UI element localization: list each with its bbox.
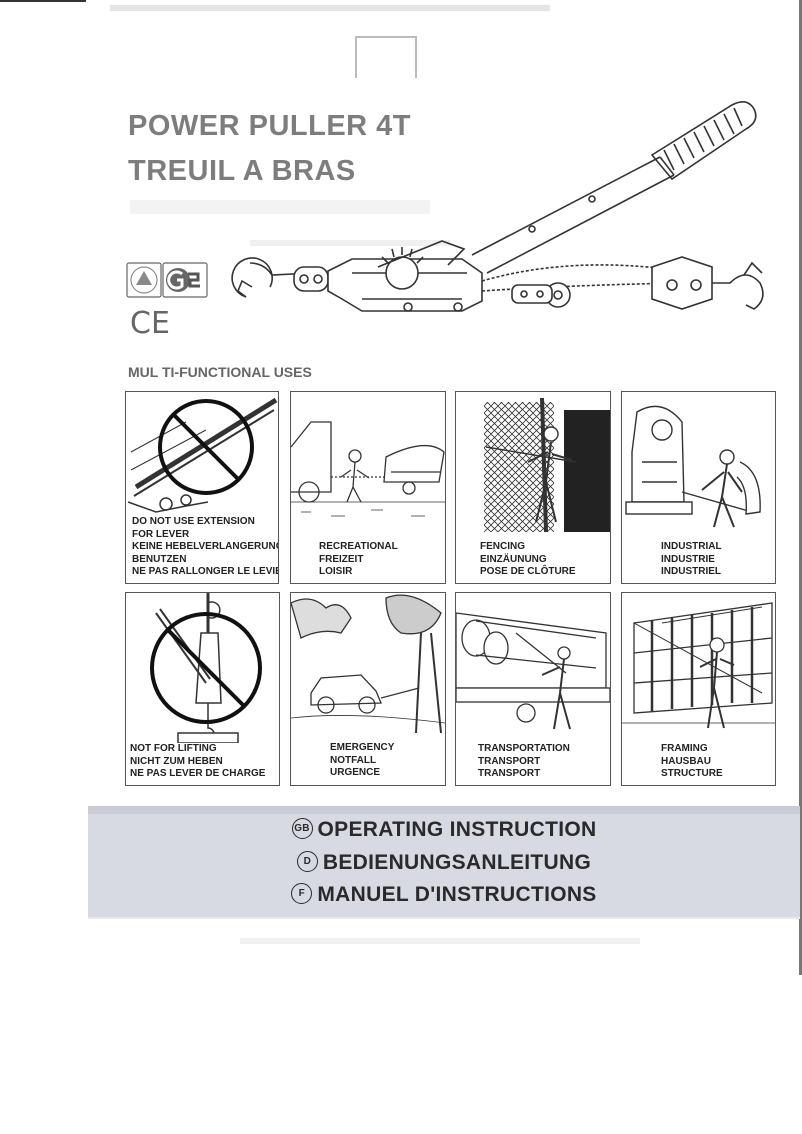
panel-no-lifting-line-3: NE PAS LEVER DE CHARGE [130, 768, 266, 779]
bleed-through [130, 200, 430, 214]
panel-no-lifting-line-1: NOT FOR LIFTING [130, 743, 217, 754]
scan-smudge [110, 5, 550, 11]
lifting-chain-art [150, 593, 262, 743]
extension-lever-art [127, 397, 278, 513]
title-line-1: POWER PULLER 4T [128, 110, 412, 142]
panel-no-extension-line-2: FOR LEVER [132, 528, 190, 540]
instruction-d-text: BEDIENUNGSANLEITUNG [322, 851, 592, 874]
fencing-art [484, 397, 610, 532]
panel-transportation-line-2: TRANSPORT [478, 755, 541, 767]
certification-badges [126, 262, 208, 298]
banner-rule [88, 917, 800, 919]
top-rule [0, 0, 86, 2]
transportation-art [456, 612, 610, 730]
section-heading: MUL TI-FUNCTIONAL USES [128, 364, 312, 380]
panel-emergency: EMERGENCY NOTFALL URGENCE [290, 592, 446, 786]
panel-fencing-line-1: FENCING [480, 541, 525, 552]
instruction-gb-text: OPERATING INSTRUCTION [317, 818, 597, 841]
panel-industrial-line-1: INDUSTRIAL [661, 541, 722, 552]
prohibited-icon [158, 399, 254, 495]
panel-transportation-line-3: TRANSPORT [478, 768, 541, 779]
panel-no-extension-line-4: BENUTZEN [132, 553, 187, 565]
panel-fencing-line-3: POSE DE CLÔTURE [480, 566, 576, 577]
gb-badge: GB [291, 817, 313, 839]
title-line-2: TREUIL A BRAS [128, 155, 356, 187]
panel-emergency-line-1: EMERGENCY [330, 742, 395, 753]
instruction-banner [88, 806, 800, 917]
power-puller-illustration [231, 101, 764, 312]
panel-framing-line-1: FRAMING [661, 743, 708, 754]
panel-recreational-line-1: RECREATIONAL [319, 541, 398, 552]
panel-recreational: RECREATIONAL FREIZEIT LOISIR [290, 391, 446, 584]
f-badge: F [291, 882, 313, 904]
panel-no-lifting: NOT FOR LIFTING NICHT ZUM HEBEN NE PAS L… [125, 592, 280, 786]
bleed-through-3 [240, 938, 640, 944]
panel-emergency-line-3: URGENCE [330, 767, 381, 778]
emergency-art [291, 594, 445, 734]
page-edge [799, 0, 802, 975]
panel-fencing-line-2: EINZÄUNUNG [480, 553, 547, 565]
panel-no-extension-line-5: NE PAS RALLONGER LE LEVIER [132, 566, 279, 577]
instruction-f-text: MANUEL D'INSTRUCTIONS [317, 883, 597, 906]
d-badge: D [296, 850, 318, 872]
panel-framing-line-2: HAUSBAU [661, 755, 711, 767]
panel-emergency-line-2: NOTFALL [330, 754, 377, 766]
panel-no-extension-line-1: DO NOT USE EXTENSION [132, 516, 255, 527]
banner-stripe [88, 806, 800, 814]
binder-tab-mark [355, 36, 417, 78]
panel-recreational-line-2: FREIZEIT [319, 553, 364, 565]
recreational-art [291, 421, 445, 517]
panel-framing-line-3: STRUCTURE [661, 768, 723, 779]
panel-industrial-line-2: INDUSTRIE [661, 553, 715, 565]
panel-industrial: INDUSTRIAL INDUSTRIE INDUSTRIEL [621, 391, 776, 584]
panel-fencing: FENCING EINZÄUNUNG POSE DE CLÔTURE [455, 391, 611, 584]
panel-no-extension-line-3: KEINE HEBELVERLANGERUNG [132, 541, 279, 552]
panel-recreational-line-3: LOISIR [319, 566, 353, 577]
panel-transportation-line-1: TRANSPORTATION [478, 743, 570, 754]
panel-framing: FRAMING HAUSBAU STRUCTURE [621, 592, 776, 786]
panel-industrial-line-3: INDUSTRIEL [661, 566, 721, 577]
bleed-through-2 [250, 240, 450, 246]
ce-mark: CE [130, 306, 170, 341]
panel-no-extension: DO NOT USE EXTENSION FOR LEVER KEINE HEB… [125, 391, 279, 584]
panel-no-lifting-line-2: NICHT ZUM HEBEN [130, 755, 223, 767]
panel-transportation: TRANSPORTATION TRANSPORT TRANSPORT [455, 592, 611, 786]
framing-art [622, 602, 775, 729]
industrial-art [625, 405, 761, 528]
prohibited-icon [150, 612, 262, 724]
